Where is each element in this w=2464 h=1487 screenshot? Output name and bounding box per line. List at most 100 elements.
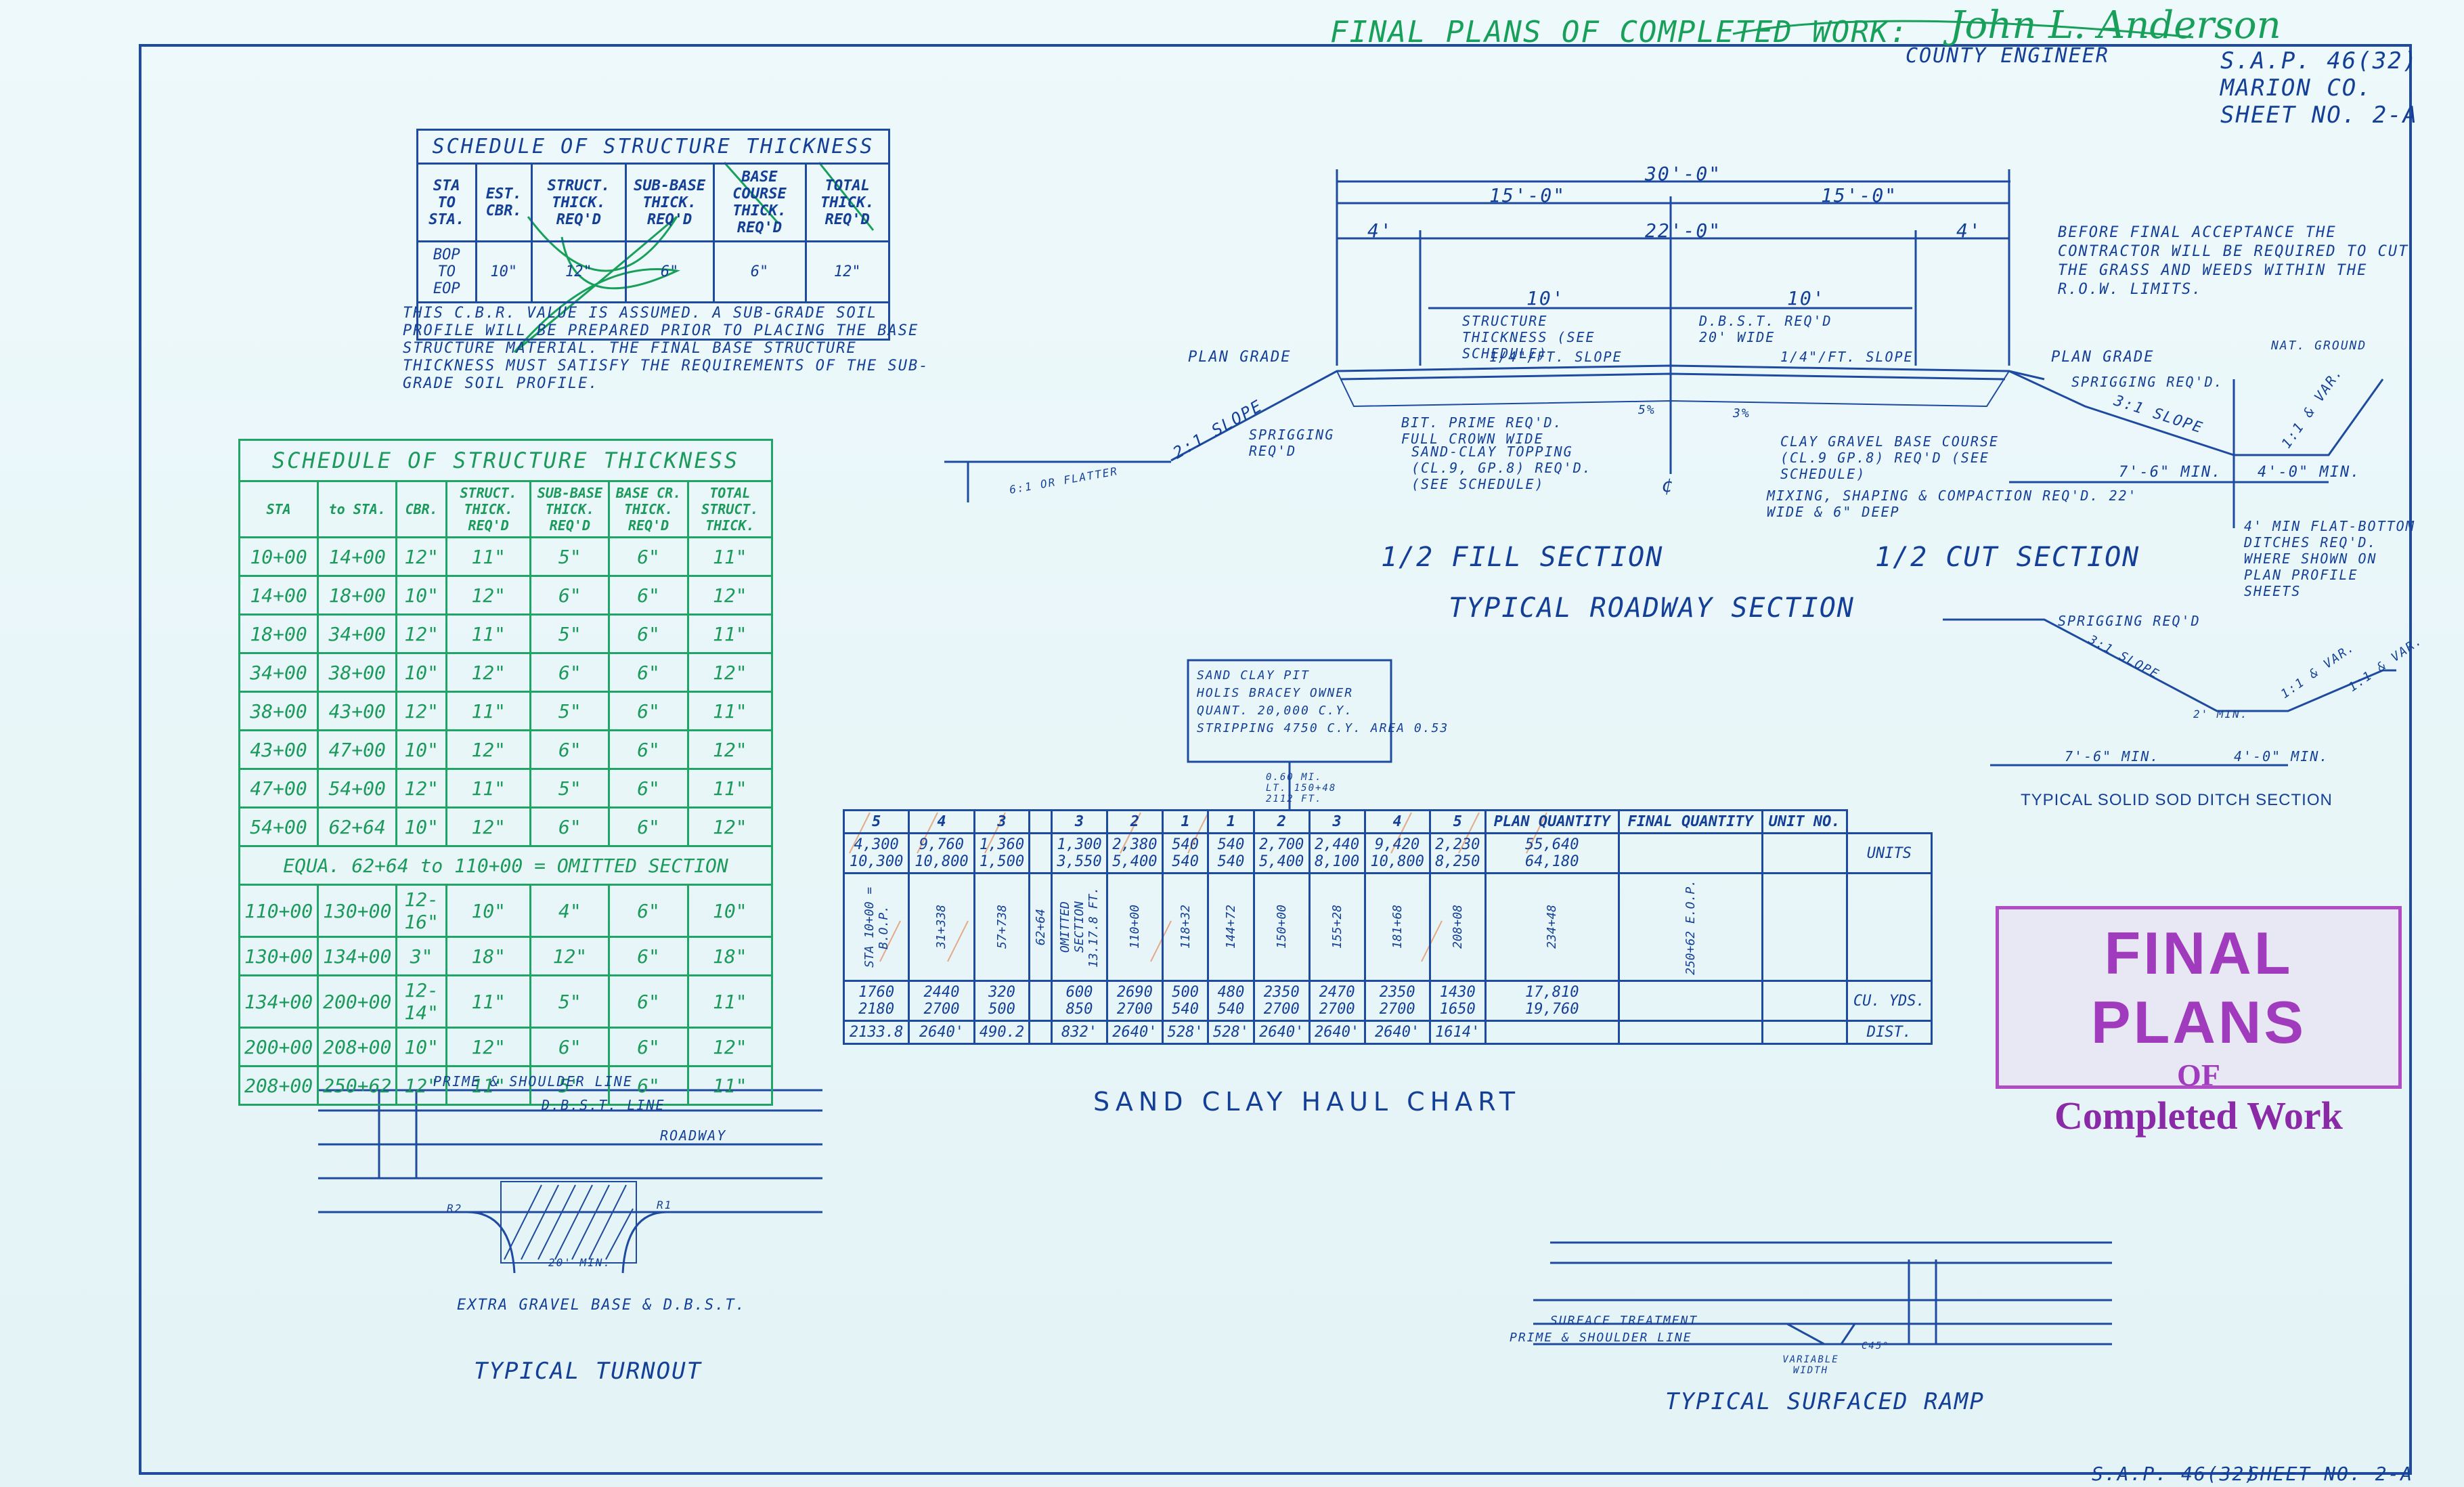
haul-col-right: 2: [1105, 809, 1164, 834]
haul-station: 234+48: [1545, 905, 1560, 949]
cell: 12-16": [395, 884, 447, 938]
haul-station-cell: 62+64: [1028, 872, 1053, 982]
cell: 12-14": [395, 974, 447, 1029]
cell: 10+00: [238, 536, 320, 577]
ramp-surface: SURFACE TREATMENT: [1550, 1314, 1698, 1328]
haul-station-cell: STA 10+00 = B.O.P.: [842, 872, 910, 982]
th-total: TOTAL THICK. REQ'D: [804, 163, 890, 242]
cell: 6": [712, 240, 807, 303]
cell: 5": [529, 613, 611, 654]
turnout-width: 20' MIN.: [548, 1256, 612, 1269]
haul-col-right: 4: [1363, 809, 1431, 834]
cell: 5": [529, 691, 611, 731]
dim-pavement: 22'-0": [1645, 219, 1722, 242]
haul-value: 2640': [1314, 1024, 1360, 1041]
ditch-sprigging: SPRIGGING REQ'D: [2058, 613, 2201, 629]
cell: 6": [608, 884, 689, 938]
haul-value: 1430: [1439, 984, 1476, 1001]
haul-value-revised: 2180: [858, 1001, 895, 1018]
cell: 6": [608, 536, 689, 577]
cell: 12": [686, 575, 774, 616]
haul-final-qty: FINAL QUANTITY: [1617, 809, 1763, 834]
haul-station: 181+68: [1390, 905, 1405, 949]
cell: 12": [686, 652, 774, 693]
haul-value: 2,380: [1112, 836, 1158, 853]
cell: 11": [686, 1065, 774, 1106]
label-dbst: D.B.S.T. REQ'D 20' WIDE: [1699, 313, 1832, 345]
cell: 6": [608, 691, 689, 731]
haul-cell: 832': [1051, 1020, 1108, 1045]
cell: 12": [686, 806, 774, 847]
haul-value: 55,640: [1525, 836, 1579, 853]
haul-value: 1,360: [979, 836, 1025, 853]
haul-cell: [1028, 980, 1053, 1022]
haul-value: 320: [988, 984, 1015, 1001]
pit-info: SAND CLAY PIT HOLIS BRACEY OWNER QUANT. …: [1197, 667, 1449, 737]
haul-unit-no: UNIT NO.: [1761, 809, 1848, 834]
haul-station: 110+00: [1127, 905, 1142, 949]
haul-cell: 2640': [908, 1020, 975, 1045]
haul-value: 2640': [919, 1024, 965, 1041]
haul-row-label: DIST.: [1845, 1020, 1933, 1045]
schedule-top-title: SCHEDULE OF STRUCTURE THICKNESS: [416, 129, 890, 163]
cell: 6": [529, 652, 611, 693]
cell: 10": [445, 884, 532, 938]
haul-cell: 528': [1161, 1020, 1210, 1045]
stamp-line2: OF: [2177, 1058, 2220, 1092]
haul-value-revised: 2700: [1263, 1001, 1300, 1018]
haul-station-cell: 110+00: [1105, 872, 1164, 982]
cell: 62+64: [317, 806, 398, 847]
final-plans-stamp: FINAL PLANS OF Completed Work: [1996, 906, 2402, 1138]
haul-value: 1614': [1435, 1024, 1480, 1041]
cell: 38+00: [317, 652, 398, 693]
haul-cell: [1028, 1020, 1053, 1045]
haul-empty-cell: [1761, 832, 1848, 874]
haul-value-revised: 8,100: [1314, 853, 1360, 870]
schedule-green-title: SCHEDULE OF STRUCTURE THICKNESS: [238, 439, 773, 480]
dim-half-right: 15'-0": [1821, 184, 1898, 207]
haul-value-revised: 64,180: [1525, 853, 1579, 870]
haul-value: 2640': [1112, 1024, 1158, 1041]
haul-value-revised: 5,400: [1259, 853, 1304, 870]
haul-cell: 1614': [1428, 1020, 1487, 1045]
haul-value-revised: 540: [1172, 1001, 1199, 1018]
haul-value-revised: 19,760: [1525, 1001, 1579, 1018]
cell: 18": [686, 936, 774, 976]
haul-row-label: UNITS: [1845, 832, 1933, 874]
cell: 6": [608, 575, 689, 616]
dim-lane-right: 10': [1787, 287, 1826, 309]
cell: 12": [445, 652, 532, 693]
cell: 6": [608, 768, 689, 809]
cell: 38+00: [238, 691, 320, 731]
cell: 12": [395, 691, 447, 731]
haul-value-revised: 500: [988, 1001, 1015, 1018]
haul-station: 144+72: [1224, 905, 1239, 949]
cell: 134+00: [317, 936, 398, 976]
cell: 11": [445, 691, 532, 731]
cell: 6": [608, 613, 689, 654]
haul-value: 1,300: [1057, 836, 1102, 853]
haul-cell: [1028, 832, 1053, 874]
signer-title: COUNTY ENGINEER: [1906, 44, 2109, 68]
turnout-r1: R1: [657, 1199, 673, 1211]
mixing-label: MIXING, SHAPING & COMPACTION REQ'D. 22' …: [1767, 488, 2138, 520]
haul-value-revised: 2700: [923, 1001, 960, 1018]
haul-col-left: 3: [973, 809, 1031, 834]
cell: 6": [608, 729, 689, 770]
cell: 134+00: [238, 974, 320, 1029]
cell: 12": [395, 768, 447, 809]
cell: 6": [529, 729, 611, 770]
cell: 12": [395, 1065, 447, 1106]
stamp-line1: FINAL PLANS: [2090, 920, 2307, 1056]
cell: 54+00: [317, 768, 398, 809]
